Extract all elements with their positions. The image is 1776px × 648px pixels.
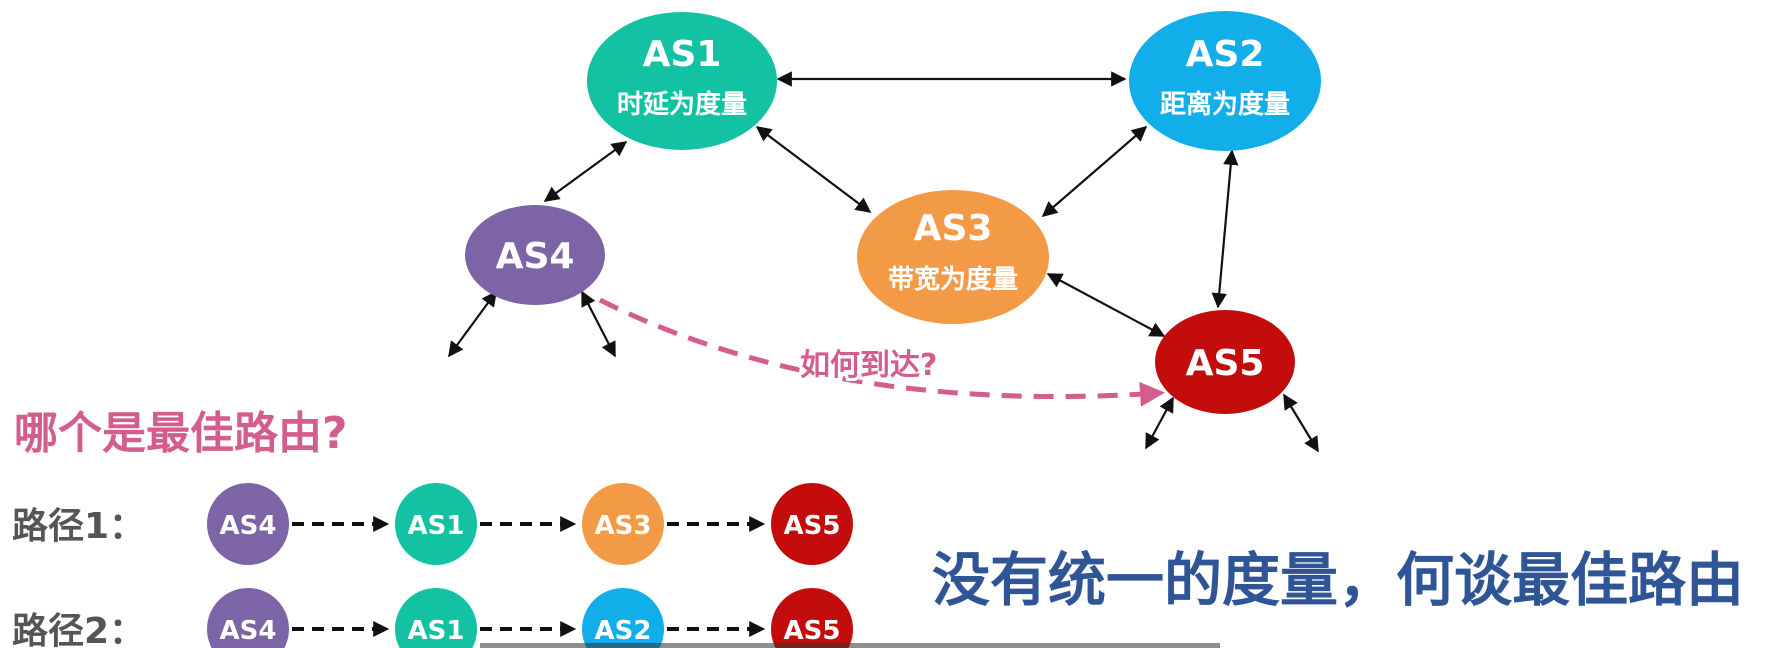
link-as4-out-right [581,290,616,358]
link-as2-as5 [1211,149,1239,309]
reach-path-as4-as5 [598,297,1165,407]
path-node-label: AS2 [595,616,652,646]
path-label: 路径2： [12,611,145,648]
node-as5-shape [1155,310,1295,414]
link-as5-out-right [1283,393,1319,453]
best-route-question: 哪个是最佳路由? [14,408,348,459]
node-as1: AS1 时延为度量 [587,12,777,150]
path-node-circle [582,588,664,648]
node-as4: AS4 [465,205,605,305]
node-as2-title: AS2 [1186,34,1265,75]
conclusion-text: 没有统一的度量，何谈最佳路由 [932,546,1744,614]
path-node-label: AS4 [220,616,277,646]
path-node-label: AS4 [220,511,277,541]
path-label: 路径1： [12,506,145,547]
node-as1-metric: 时延为度量 [617,89,747,120]
node-as2-metric: 距离为度量 [1160,89,1290,120]
path-node-circle [771,483,853,565]
node-as2-shape [1129,11,1321,151]
node-as3: AS3 带宽为度量 [857,190,1049,324]
node-as3-metric: 带宽为度量 [888,264,1018,295]
path-node-circle [771,588,853,648]
node-as5-title: AS5 [1186,343,1265,384]
node-as3-shape [857,190,1049,324]
link-as1-as4 [543,141,628,202]
link-as1-as3 [755,126,872,213]
path-node-label: AS3 [595,511,652,541]
path-node-label: AS1 [408,616,465,646]
path-node-circle [395,588,477,648]
path-node-label: AS5 [784,616,841,646]
link-as3-as5 [1046,273,1166,337]
path-node-label: AS5 [784,511,841,541]
link-as5-out-left [1145,396,1174,450]
link-as2-as3 [1041,125,1148,218]
path-node-circle [395,483,477,565]
path-node-circle [207,588,289,648]
node-as2: AS2 距离为度量 [1129,11,1321,151]
path-row-2: 路径2： AS4 AS1 AS2 AS5 [12,588,853,648]
node-as5: AS5 [1155,310,1295,414]
node-as4-shape [465,205,605,305]
node-as4-title: AS4 [496,236,575,277]
node-as1-shape [587,12,777,150]
subtitle-cut-off [480,643,1220,648]
path-node-circle [207,483,289,565]
node-as1-title: AS1 [643,34,722,75]
path-node-circle [582,483,664,565]
reach-question: 如何到达? [800,348,937,383]
path-row-1: 路径1： AS4 AS1 AS3 AS5 [12,483,853,565]
subtitle-remnant [480,643,1220,648]
as-links [448,71,1319,453]
path-node-label: AS1 [408,511,465,541]
link-as4-out-left [448,290,497,358]
node-as3-title: AS3 [914,208,993,249]
